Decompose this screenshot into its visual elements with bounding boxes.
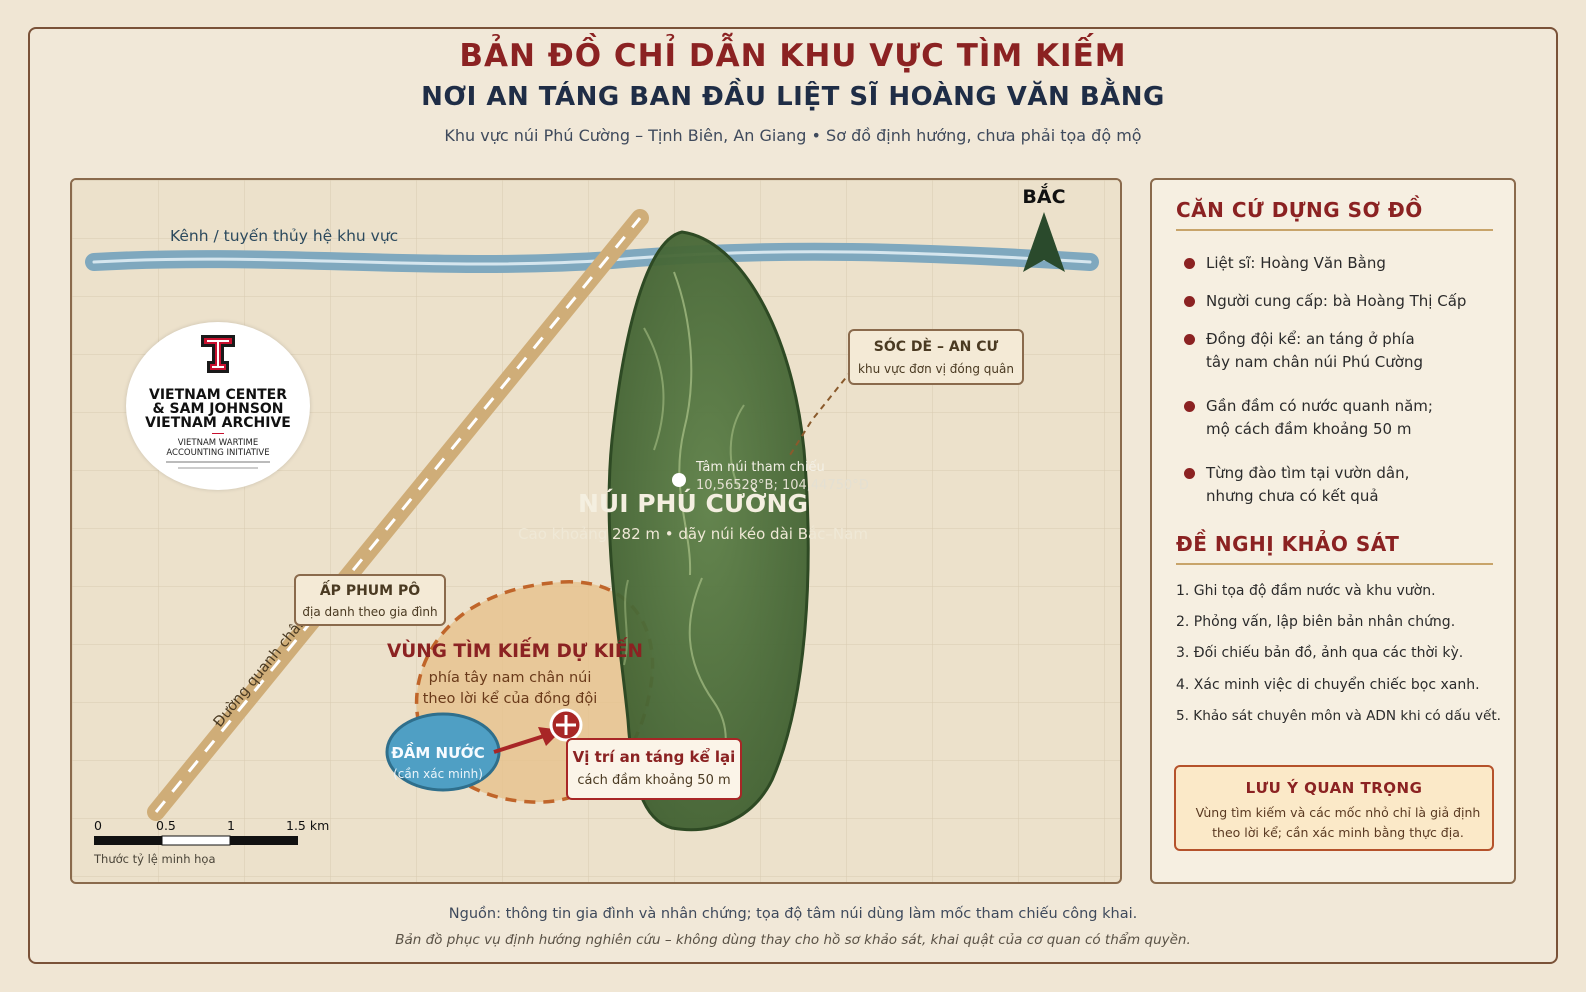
bullet-icon <box>1184 334 1195 345</box>
reference-point <box>672 473 686 487</box>
ap-phum-po-desc: địa danh theo gia đình <box>302 605 438 619</box>
heading-divider <box>1176 229 1493 231</box>
scale-bar-segment <box>230 836 298 845</box>
note-title: LƯU Ý QUAN TRỌNG <box>1245 779 1423 797</box>
soc-de-desc: khu vực đơn vị đóng quân <box>858 362 1014 376</box>
side-panel: CĂN CỨ DỰNG SƠ ĐỒ Liệt sĩ: Hoàng Văn Bằn… <box>1150 178 1516 884</box>
soc-de-label-box: SÓC DÈ – AN CƯ khu vực đơn vị đóng quân <box>848 329 1024 385</box>
survey-step: 1. Ghi tọa độ đầm nước và khu vườn. <box>1176 583 1436 599</box>
north-arrow-icon <box>1023 212 1065 272</box>
basis-item-text: Đồng đội kể: an táng ở phía <box>1206 330 1415 348</box>
search-zone-line1: phía tây nam chân núi <box>428 670 592 686</box>
map-panel: Kênh / tuyến thủy hệ khu vực Đường quanh… <box>70 178 1122 884</box>
scale-tick: 1 <box>227 818 235 833</box>
note-line: Vùng tìm kiếm và các mốc nhỏ chỉ là giả … <box>1195 805 1481 820</box>
burial-desc: cách đầm khoảng 50 m <box>577 773 731 788</box>
scale-bar-segment <box>161 835 231 846</box>
ap-phum-po-title: ẤP PHUM PÔ <box>319 583 421 599</box>
bullet-icon <box>1184 401 1195 412</box>
page-description: Khu vực núi Phú Cường – Tịnh Biên, An Gi… <box>444 126 1142 145</box>
important-note: LƯU Ý QUAN TRỌNG Vùng tìm kiếm và các mố… <box>1174 765 1494 851</box>
bullet-icon <box>1184 296 1195 307</box>
road <box>147 209 649 821</box>
basis-item-text: Từng đào tìm tại vườn dân, <box>1206 464 1410 482</box>
page-subtitle: NƠI AN TÁNG BAN ĐẦU LIỆT SĨ HOÀNG VĂN BẰ… <box>421 82 1165 112</box>
logo-subtext: VIETNAM WARTIME <box>177 438 259 448</box>
survey-heading: ĐỀ NGHỊ KHẢO SÁT <box>1176 532 1400 556</box>
heading-divider <box>1176 563 1493 565</box>
soc-de-title: SÓC DÈ – AN CƯ <box>873 339 999 355</box>
search-zone-title: VÙNG TÌM KIẾM DỰ KIẾN <box>386 641 644 662</box>
search-zone-line2: theo lời kể của đồng đội <box>422 691 598 707</box>
basis-item-text: Người cung cấp: bà Hoàng Thị Cấp <box>1206 292 1467 310</box>
pond-title: ĐẦM NƯỚC <box>391 741 485 762</box>
reference-coords: 10,56528°B; 104,44750°Đ <box>696 478 869 493</box>
page-title: BẢN ĐỒ CHỈ DẪN KHU VỰC TÌM KIẾM <box>459 38 1127 74</box>
scale-bar-segment <box>94 836 162 845</box>
logo-text: VIETNAM ARCHIVE <box>145 415 291 431</box>
survey-step: 3. Đối chiếu bản đồ, ảnh qua các thời kỳ… <box>1176 645 1464 661</box>
north-label: BẮC <box>1022 182 1065 208</box>
burial-label-box: Vị trí an táng kể lại cách đầm khoảng 50… <box>566 738 742 800</box>
survey-step: 4. Xác minh việc di chuyển chiếc bọc xan… <box>1176 677 1480 693</box>
bullet-icon <box>1184 468 1195 479</box>
texas-tech-logo-icon <box>200 334 236 374</box>
note-line: theo lời kể; cần xác minh bằng thực địa. <box>1212 825 1464 840</box>
source-note: Nguồn: thông tin gia đình và nhân chứng;… <box>448 906 1138 922</box>
bullet-icon <box>1184 258 1195 269</box>
logo-subtext: ACCOUNTING INITIATIVE <box>166 448 270 458</box>
survey-step: 5. Khảo sát chuyên môn và ADN khi có dấu… <box>1176 708 1502 724</box>
ap-phum-po-label-box: ẤP PHUM PÔ địa danh theo gia đình <box>294 574 446 626</box>
basis-item-text: tây nam chân núi Phú Cường <box>1206 353 1423 371</box>
reference-label: Tâm núi tham chiếu <box>695 460 825 475</box>
basis-heading: CĂN CỨ DỰNG SƠ ĐỒ <box>1176 198 1423 222</box>
note-body: Vùng tìm kiếm và các mốc nhỏ chỉ là giả … <box>1190 803 1486 843</box>
scale-tick: 0 <box>94 818 102 833</box>
logo-text: VIETNAM CENTER <box>149 387 287 403</box>
burial-title: Vị trí an táng kể lại <box>572 748 736 766</box>
archive-logo: VIETNAM CENTER & SAM JOHNSON VIETNAM ARC… <box>126 322 310 490</box>
scale-caption: Thước tỷ lệ minh họa <box>93 852 216 866</box>
mountain <box>607 230 810 832</box>
basis-item-text: mộ cách đầm khoảng 50 m <box>1206 420 1412 438</box>
canal-label: Kênh / tuyến thủy hệ khu vực <box>170 227 398 245</box>
scale-tick: 0.5 <box>156 818 176 833</box>
mountain-name: NÚI PHÚ CƯỜNG <box>578 488 808 518</box>
mountain-desc: Cao khoảng 282 m • dãy núi kéo dài Bắc–N… <box>518 525 868 543</box>
logo-text: & SAM JOHNSON <box>152 401 284 417</box>
basis-item-text: Liệt sĩ: Hoàng Văn Bằng <box>1206 254 1386 272</box>
pond-desc: (cần xác minh) <box>393 767 483 781</box>
basis-item-text: Gần đầm có nước quanh năm; <box>1206 397 1433 415</box>
disclaimer: Bản đồ phục vụ định hướng nghiên cứu – k… <box>395 932 1191 948</box>
basis-item-text: nhưng chưa có kết quả <box>1206 487 1379 505</box>
scale-tick: 1.5 km <box>286 818 329 833</box>
survey-step: 2. Phỏng vấn, lập biên bản nhân chứng. <box>1176 614 1456 630</box>
